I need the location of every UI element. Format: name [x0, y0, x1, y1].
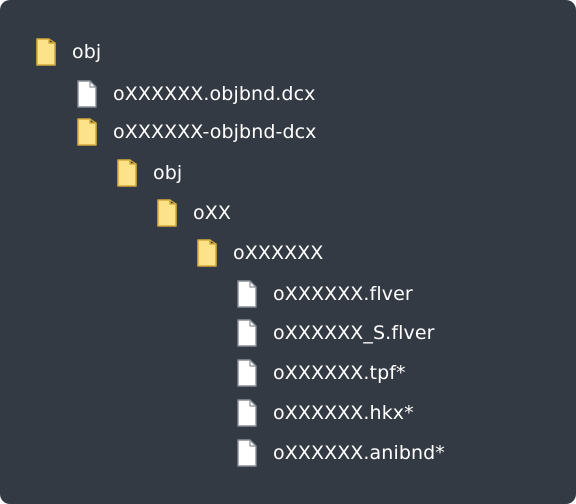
tree-item-folder-obj[interactable]: obj: [36, 35, 101, 69]
tree-item-label: oXXXXXX.hkx*: [273, 402, 414, 424]
tree-item-folder-objbnd-dcx[interactable]: oXXXXXX-objbnd-dcx: [77, 115, 317, 149]
tree-item-label: oXXXXXX.objbnd.dcx: [113, 83, 316, 105]
tree-item-label: oXX: [193, 202, 231, 224]
tree-item-label: oXXXXXX.flver: [273, 283, 413, 305]
tree-item-label: obj: [153, 162, 183, 184]
tree-item-folder-obj-inner[interactable]: obj: [117, 156, 182, 190]
file-icon: [237, 439, 257, 467]
folder-icon: [117, 159, 137, 187]
file-icon: [237, 359, 257, 387]
folder-icon: [157, 199, 177, 227]
file-icon: [237, 280, 257, 308]
folder-icon: [77, 118, 97, 146]
tree-item-label: oXXXXXX_S.flver: [273, 322, 435, 344]
folder-icon: [36, 38, 56, 66]
tree-item-file-tpf[interactable]: oXXXXXX.tpf*: [237, 356, 406, 390]
tree-item-label: oXXXXXX.tpf*: [273, 362, 406, 384]
tree-item-folder-oxx[interactable]: oXX: [157, 196, 231, 230]
tree-item-file-hkx[interactable]: oXXXXXX.hkx*: [237, 396, 414, 430]
file-icon: [237, 319, 257, 347]
tree-item-file-flver[interactable]: oXXXXXX.flver: [237, 277, 413, 311]
folder-icon: [197, 239, 217, 267]
file-icon: [237, 399, 257, 427]
tree-item-file-s-flver[interactable]: oXXXXXX_S.flver: [237, 316, 435, 350]
file-icon: [77, 80, 97, 108]
tree-item-label: oXXXXXX.anibnd*: [273, 442, 445, 464]
tree-item-label: oXXXXXX: [233, 242, 324, 264]
tree-item-file-anibnd[interactable]: oXXXXXX.anibnd*: [237, 436, 445, 470]
tree-item-file-objbnd-dcx[interactable]: oXXXXXX.objbnd.dcx: [77, 77, 315, 111]
tree-item-label: obj: [72, 41, 102, 63]
tree-item-label: oXXXXXX-objbnd-dcx: [113, 121, 317, 143]
tree-item-folder-oxxxxxx[interactable]: oXXXXXX: [197, 236, 323, 270]
